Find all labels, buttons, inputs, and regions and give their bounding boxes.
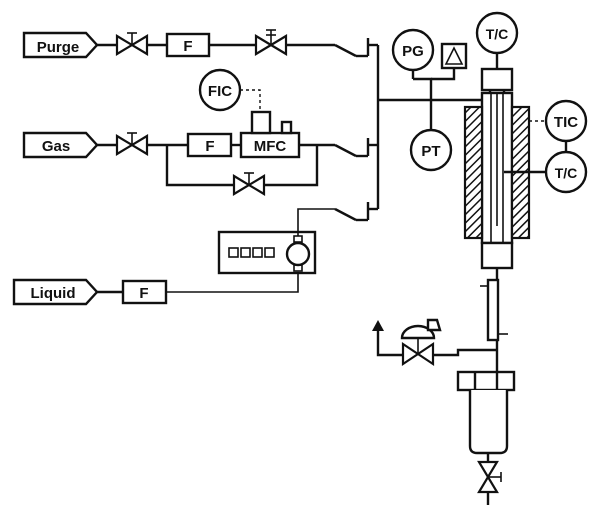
mfc-label: MFC [254,138,287,155]
separator-cap [456,370,516,392]
vent-line [376,328,403,357]
temperature-controller[interactable]: TIC [544,99,588,143]
reactor-top-fitting [480,67,514,92]
gas-inlet-label: Gas [42,138,70,155]
pump-discharge-line [297,208,335,236]
pg-label: PG [402,43,424,60]
reactor-bottom-fitting [480,241,514,270]
mfc-connector [280,120,293,135]
furnace-left [463,105,484,240]
purge-line: Purge F [22,29,378,59]
liquid-pump[interactable] [217,230,317,275]
pressure-transmitter[interactable]: PT [409,128,453,172]
gas-bypass-line [165,145,234,187]
tc-side-label: T/C [555,165,578,181]
liquid-inlet-label: Liquid [31,285,76,302]
outlet-cooler [480,278,508,342]
drain-valve-icon[interactable] [477,460,502,494]
reactor-thermocouple-top[interactable]: T/C [475,11,519,55]
liquid-inlet-tag[interactable] [12,278,99,306]
purge-needle-valve-icon[interactable] [254,29,288,56]
bpr-line [433,348,497,357]
pump-display [228,247,275,258]
gas-filter-label: F [205,138,214,155]
relief-device-icon[interactable] [440,42,468,70]
mass-flow-controller[interactable] [239,131,301,159]
tc-top-label: T/C [486,26,509,42]
gas-line: Gas F MFC [22,110,378,196]
fic-label: FIC [208,83,232,100]
gas-inlet-valve-icon[interactable] [115,132,149,156]
fic-instrument[interactable]: FIC [198,68,242,112]
vent-arrow-icon [372,320,384,331]
purge-inlet-tag[interactable] [22,31,99,59]
mfc-actuator [250,110,272,135]
gas-inlet-tag[interactable] [22,131,99,159]
fic-signal-line [240,89,261,112]
gas-bypass-valve-icon[interactable] [232,172,266,196]
pressure-gauge[interactable]: PG [391,28,435,72]
pt-label: PT [421,143,440,160]
liquid-check-valve-icon[interactable] [334,202,378,222]
purge-inlet-label: Purge [37,39,80,56]
liquid-line: Liquid F [12,272,299,306]
purge-check-valve-icon[interactable] [334,38,378,58]
back-pressure-regulator-icon[interactable] [400,318,442,367]
purge-filter-label: F [183,38,192,55]
gas-check-valve-icon[interactable] [334,138,378,158]
tic-label: TIC [554,114,578,131]
reactor-thermocouple-side[interactable]: T/C [544,150,588,194]
liquid-filter-label: F [139,285,148,302]
purge-inlet-valve-icon[interactable] [115,32,149,56]
pg-branch [413,77,433,100]
separator-vessel [468,390,509,455]
